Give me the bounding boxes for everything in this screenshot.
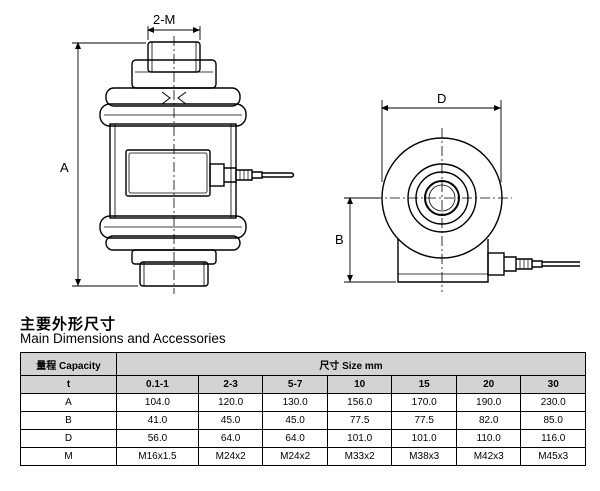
table-cell: 85.0 [520, 411, 586, 430]
dim-d-label: D [437, 91, 446, 106]
table-cell: 101.0 [326, 429, 393, 448]
table-cell: 64.0 [197, 429, 264, 448]
row-label: D [20, 429, 117, 448]
table-cell: M24x2 [262, 447, 328, 466]
capacity-cell: 5-7 [262, 375, 328, 394]
table-cell: 120.0 [197, 393, 264, 412]
table-cell: 230.0 [520, 393, 586, 412]
table-row: B 41.0 45.0 45.0 77.5 77.5 82.0 85.0 [20, 411, 586, 430]
table-cell: 156.0 [326, 393, 393, 412]
capacity-cell: 30 [520, 375, 586, 394]
table-cell: 130.0 [262, 393, 328, 412]
capacity-cell: 20 [455, 375, 522, 394]
capacity-cell: 10 [326, 375, 393, 394]
table-cell: 56.0 [116, 429, 199, 448]
table-row: M M16x1.5 M24x2 M24x2 M33x2 M38x3 M42x3 … [20, 447, 586, 466]
side-view [381, 137, 580, 283]
table-cell: 104.0 [116, 393, 199, 412]
table-cell: 45.0 [197, 411, 264, 430]
table-cell: M33x2 [326, 447, 393, 466]
dim-b-label: B [335, 232, 344, 247]
dim-a [72, 42, 146, 287]
dimensions-table: 量程 Capacity 尺寸 Size mm t 0.1-1 2-3 5-7 1… [20, 352, 586, 466]
dim-a-label: A [60, 160, 69, 175]
table-cell: 41.0 [116, 411, 199, 430]
dim-b [344, 197, 396, 283]
section-title-en: Main Dimensions and Accessories [20, 331, 226, 346]
row-label: M [20, 447, 117, 466]
row-label: A [20, 393, 117, 412]
table-cell: 116.0 [520, 429, 586, 448]
table-cell: 77.5 [326, 411, 393, 430]
capacity-cell: 15 [391, 375, 457, 394]
front-view [99, 41, 295, 287]
capacity-cell: 0.1-1 [116, 375, 199, 394]
table-cell: M16x1.5 [116, 447, 199, 466]
capacity-cell: 2-3 [197, 375, 264, 394]
table-cell: M24x2 [197, 447, 264, 466]
dim-2m [147, 26, 201, 40]
dim-2m-label: 2-M [153, 12, 175, 27]
table-cell: 170.0 [391, 393, 457, 412]
table-row: D 56.0 64.0 64.0 101.0 101.0 110.0 116.0 [20, 429, 586, 448]
unit-label: t [20, 375, 117, 394]
table-cell: M45x3 [520, 447, 586, 466]
dim-d [381, 100, 502, 182]
table-row: A 104.0 120.0 130.0 156.0 170.0 190.0 23… [20, 393, 586, 412]
row-label: B [20, 411, 117, 430]
section-title-cn: 主要外形尺寸 [20, 315, 117, 333]
table-cell: 77.5 [391, 411, 457, 430]
table-cell: 45.0 [262, 411, 328, 430]
table-cell: 64.0 [262, 429, 328, 448]
capacity-row: t 0.1-1 2-3 5-7 10 15 20 30 [20, 375, 586, 394]
table-cell: M38x3 [391, 447, 457, 466]
technical-drawing: 2-M A D B [60, 12, 580, 294]
size-header: 尺寸 Size mm [116, 352, 586, 376]
capacity-header: 量程 Capacity [20, 352, 117, 376]
table-cell: 110.0 [455, 429, 522, 448]
table-cell: 82.0 [455, 411, 522, 430]
table-header-row: 量程 Capacity 尺寸 Size mm [20, 352, 586, 376]
table-cell: 101.0 [391, 429, 457, 448]
table-cell: M42x3 [455, 447, 522, 466]
table-cell: 190.0 [455, 393, 522, 412]
